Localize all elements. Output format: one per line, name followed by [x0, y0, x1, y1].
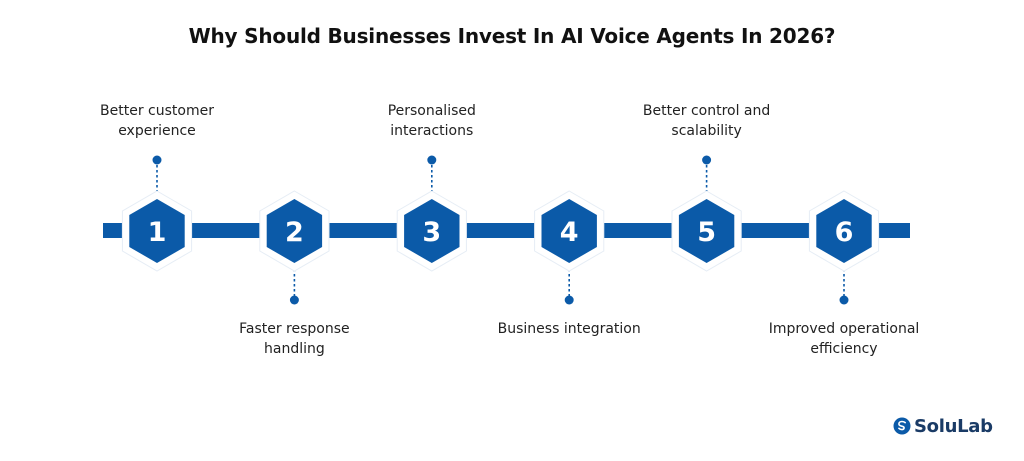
step-label: Business integration	[484, 319, 654, 339]
step-label-line: efficiency	[810, 341, 878, 357]
solulab-logo-icon	[893, 417, 911, 435]
step-dot	[289, 295, 299, 305]
step-hexagon	[816, 199, 872, 263]
step-label-line: Improved operational	[768, 321, 920, 337]
step-dot	[839, 295, 849, 305]
step-label: Personalised interactions	[347, 101, 517, 141]
logo-text: SoluLab	[914, 415, 993, 437]
step-dot	[427, 155, 437, 165]
page-title: Why Should Businesses Invest In AI Voice…	[188, 24, 836, 48]
timeline-bar	[103, 223, 910, 238]
step-label-line: experience	[118, 123, 196, 139]
step-5: 5	[671, 155, 742, 272]
step-hexagon	[266, 199, 323, 263]
step-number: 3	[422, 217, 441, 248]
step-label: Improved operational efficiency	[759, 319, 929, 359]
step-number: 2	[285, 217, 304, 248]
step-hexagon	[541, 199, 597, 263]
step-number: 5	[697, 217, 716, 248]
step-3: 3	[396, 155, 467, 272]
step-label: Faster response handling	[209, 319, 379, 359]
step-label-line: Business integration	[497, 321, 641, 337]
step-label-line: Better control and	[642, 103, 771, 119]
step-number: 4	[560, 217, 579, 248]
step-6: 6	[808, 190, 880, 305]
step-hexagon	[404, 199, 460, 263]
brand-logo: SoluLab	[893, 414, 993, 438]
step-1: 1	[121, 155, 193, 272]
step-number: 1	[148, 217, 167, 248]
step-dot	[152, 155, 162, 165]
step-2: 2	[259, 190, 330, 305]
step-label-line: Faster response	[239, 321, 350, 337]
step-label-line: interactions	[390, 123, 474, 139]
step-hexagon	[129, 199, 185, 263]
step-label: Better customer experience	[72, 101, 242, 141]
step-dot	[564, 295, 574, 305]
step-label-line: Personalised	[387, 103, 476, 119]
step-label: Better control and scalability	[622, 101, 792, 141]
step-4: 4	[534, 190, 605, 305]
step-label-line: handling	[264, 341, 325, 357]
step-hexagon	[678, 199, 735, 263]
step-label-line: Better customer	[100, 103, 214, 119]
step-dot	[702, 155, 712, 165]
step-label-line: scalability	[671, 123, 742, 139]
step-number: 6	[835, 217, 854, 248]
